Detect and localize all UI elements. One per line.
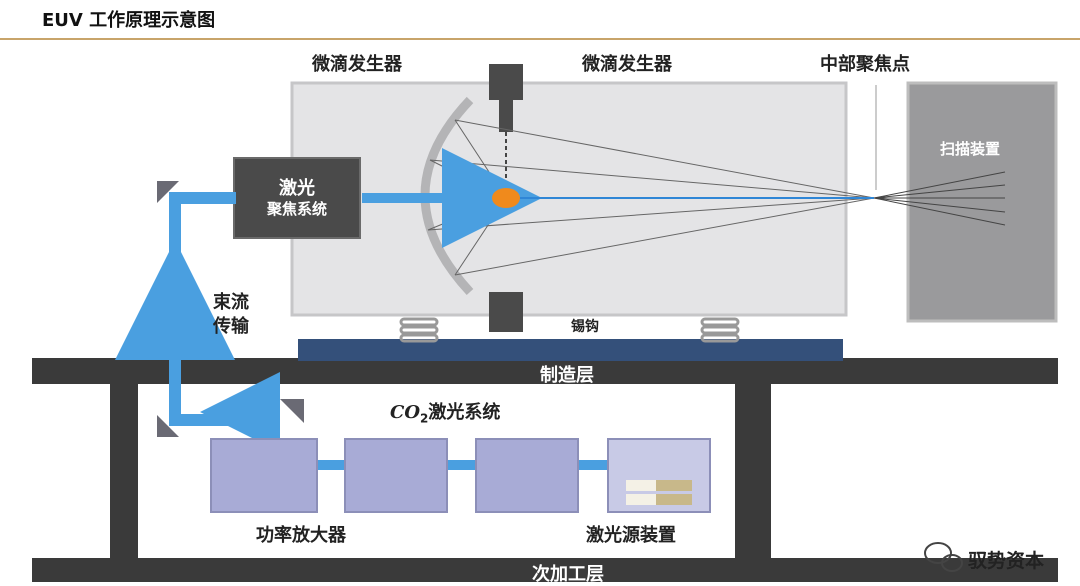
scanner-label: 扫描装置 [940, 140, 1001, 158]
page-title: EUV 工作原理示意图 [42, 10, 216, 31]
wechat-icon [924, 542, 963, 572]
co2-laser-system-label: CO2激光系统 [390, 398, 500, 426]
power-amplifier-label: 功率放大器 [256, 525, 346, 546]
subfab-wall-right [735, 384, 771, 569]
beam-transport-label-line2: 传输 [213, 316, 249, 337]
floors [32, 358, 1058, 582]
droplet-generator-label-left: 微滴发生器 [312, 54, 402, 75]
tin-catcher-label: 锡钩 [571, 319, 599, 335]
corner-mirror-bottom-right [280, 399, 304, 423]
watermark-text: 驭势资本 [968, 550, 1045, 572]
droplet-generator-label-right: 微滴发生器 [582, 54, 672, 75]
power-amplifier-box-2 [344, 438, 448, 513]
scanner-box [906, 81, 1058, 323]
co2-subscript: 2 [420, 411, 429, 426]
subfab-wall-left [110, 384, 138, 569]
co2-chemical-name: CO [390, 402, 421, 423]
laser-focus-box [233, 157, 361, 239]
laser-source-module-2-white [626, 494, 656, 505]
laser-source-label: 激光源装置 [586, 525, 676, 546]
laser-source-module-1 [626, 480, 692, 491]
laser-focus-label-line1: 激光 [279, 178, 315, 199]
title-underline [0, 38, 1080, 40]
droplet-generator-top [489, 64, 523, 100]
subfab-floor-label: 次加工层 [532, 564, 604, 585]
corner-mirror-bottom-left [157, 415, 179, 437]
beam-transport-label-line1: 束流 [213, 292, 249, 313]
plasma-droplet [492, 188, 520, 208]
laser-source-module-2 [626, 494, 692, 505]
wafer-stage [298, 339, 843, 361]
subfab-floor-slab [32, 558, 1058, 582]
fab-floor-label: 制造层 [540, 365, 594, 386]
corner-mirror-top-left [157, 181, 179, 203]
laser-source-module-1-white [626, 480, 656, 491]
tin-catcher-block [489, 292, 523, 332]
power-amplifier-box-1 [210, 438, 318, 513]
co2-label-suffix: 激光系统 [428, 402, 501, 423]
vibration-spring-left [399, 317, 439, 343]
laser-focus-label-line2: 聚焦系统 [266, 200, 327, 218]
scanner-rays [873, 171, 1006, 226]
vibration-spring-right [700, 317, 740, 343]
droplet-nozzle [499, 100, 513, 132]
power-amplifier-box-3 [475, 438, 579, 513]
intermediate-focus-label: 中部聚焦点 [820, 54, 910, 75]
